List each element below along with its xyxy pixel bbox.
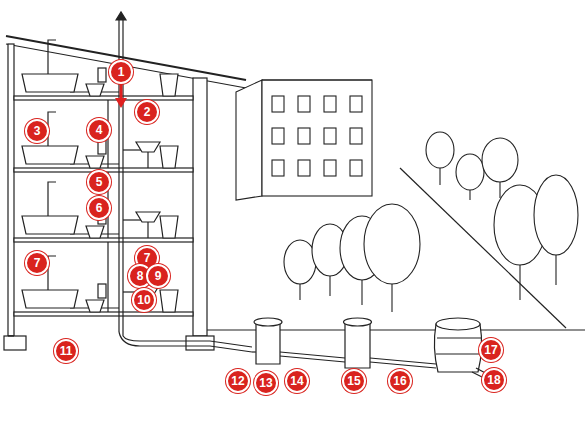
trees: [284, 132, 578, 312]
drawing-part: [272, 96, 284, 112]
drawing-part: [436, 318, 480, 330]
callout-number: 9: [146, 264, 170, 288]
drawing-part: [160, 146, 178, 168]
drawing-part: [436, 353, 482, 354]
stack-pipe: [70, 12, 252, 352]
drawing-part: [272, 128, 284, 144]
drawing-part: [119, 332, 252, 352]
callout-number: 16: [388, 369, 412, 393]
callout-number: 5: [87, 170, 111, 194]
drawing-part: [280, 352, 345, 358]
drawing-part: [344, 318, 372, 326]
drawing-part: [48, 112, 56, 146]
drawing-part: [160, 290, 178, 312]
flow-arrow: [115, 82, 127, 108]
drawing-part: [350, 128, 362, 144]
drawing-part: [22, 290, 78, 308]
fixtures: [22, 40, 178, 312]
drawing-part: [298, 96, 310, 112]
drawing-part: [8, 44, 14, 336]
drawing-part: [456, 154, 484, 190]
drawing-part: [22, 74, 78, 92]
drawing-part: [534, 175, 578, 255]
drawing-part: [324, 128, 336, 144]
drawing-part: [98, 68, 106, 82]
drawing-part: [4, 336, 26, 350]
drawing-part: [98, 284, 106, 298]
callout-number: 6: [87, 196, 111, 220]
drawing-part: [284, 240, 316, 284]
drawing-part: [147, 152, 148, 168]
drawing-part: [115, 98, 127, 108]
drawing-part: [48, 182, 56, 216]
drawing-part: [186, 336, 214, 350]
drawing-part: [160, 74, 178, 96]
drawing-part: [324, 96, 336, 112]
callout-number: 12: [226, 369, 250, 393]
drawing-part: [236, 80, 262, 200]
drawing-part: [147, 222, 148, 238]
drawing-part: [262, 79, 372, 80]
drawing-part: [86, 156, 104, 168]
drawing-part: [86, 226, 104, 238]
drawing-part: [364, 204, 420, 284]
drawing-part: [482, 138, 518, 182]
drawing-part: [86, 300, 104, 312]
drawing-part: [8, 335, 14, 336]
drawing-part: [48, 40, 56, 74]
drawing-part: [298, 128, 310, 144]
drawing-part: [262, 80, 372, 196]
drawing-part: [391, 280, 392, 312]
drawing-part: [107, 242, 108, 312]
drawing-part: [350, 96, 362, 112]
drawing-part: [120, 82, 123, 100]
drawing-part: [254, 318, 282, 326]
drawing-part: [98, 140, 106, 154]
drawing-part: [519, 260, 520, 300]
background-building: [236, 80, 372, 200]
callout-number: 1: [109, 60, 133, 84]
callout-number: 2: [135, 100, 159, 124]
drawing-part: [298, 160, 310, 176]
callout-number: 13: [254, 371, 278, 395]
drawing-part: [324, 160, 336, 176]
drawing-part: [345, 322, 370, 368]
drawing-part: [22, 216, 78, 234]
callout-number: 3: [25, 119, 49, 143]
callout-number: 18: [482, 368, 506, 392]
yard-sewer: [207, 168, 585, 388]
drawing-part: [136, 212, 160, 222]
drawing-part: [437, 337, 481, 338]
drawing-part: [160, 216, 178, 238]
callout-number: 14: [285, 369, 309, 393]
callout-number: 10: [132, 288, 156, 312]
drawing-part: [123, 336, 252, 347]
drawing-part: [256, 322, 280, 364]
callout-number: 11: [54, 339, 78, 363]
drawing-part: [136, 142, 160, 152]
drawing-part: [272, 96, 362, 176]
drawing-part: [370, 358, 436, 364]
drawing-part: [350, 160, 362, 176]
callout-number: 17: [479, 338, 503, 362]
drawing-part: [86, 84, 104, 96]
callout-number: 7: [25, 251, 49, 275]
building: [4, 36, 246, 350]
drawing-part: [22, 146, 78, 164]
callout-number: 15: [342, 369, 366, 393]
drawing-part: [272, 160, 284, 176]
drawing-part: [426, 132, 454, 168]
drawing-part: [116, 12, 126, 20]
drawing-part: [48, 256, 56, 290]
drawing-part: [434, 324, 481, 372]
drawing-part: [193, 78, 207, 336]
callout-number: 4: [87, 118, 111, 142]
